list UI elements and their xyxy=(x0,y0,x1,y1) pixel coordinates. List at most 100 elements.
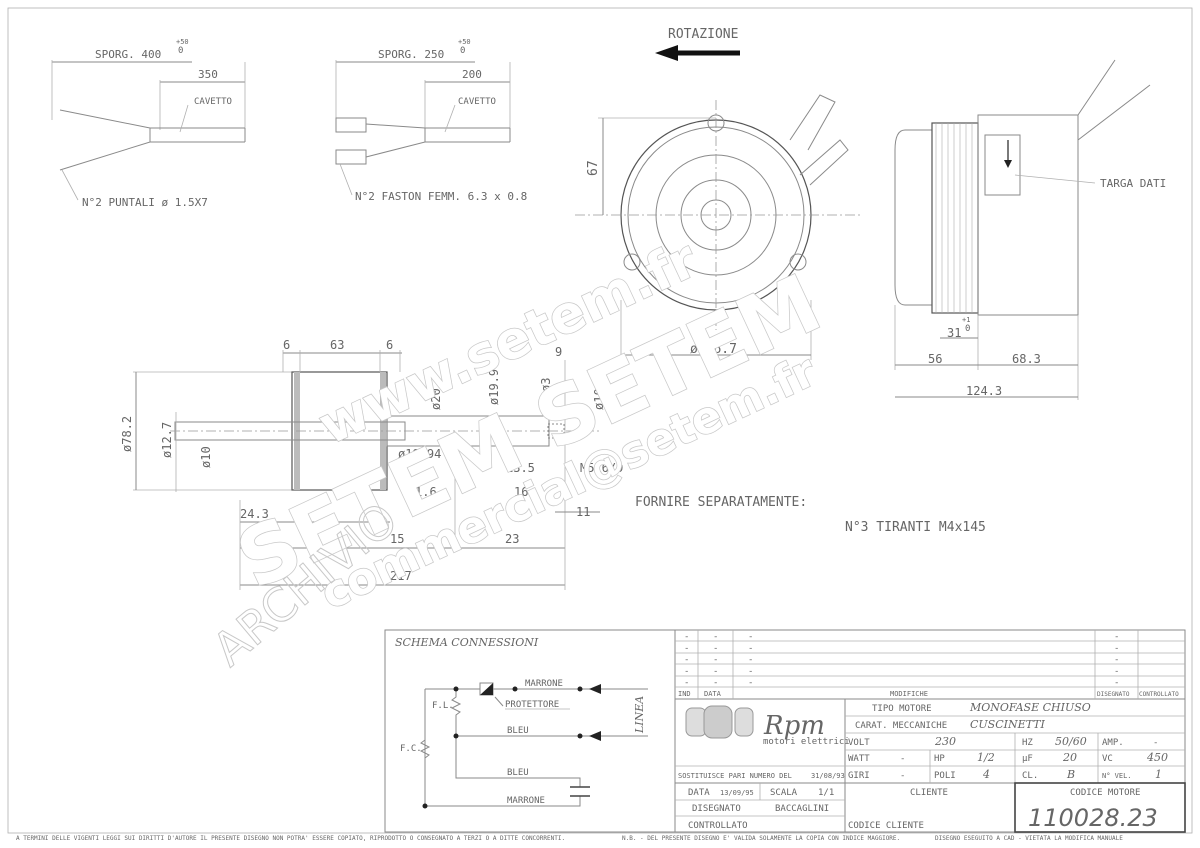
thread-label: M5x6/9 xyxy=(580,461,623,475)
rotation-indicator: ROTAZIONE xyxy=(655,27,740,61)
header-ind: IND xyxy=(678,690,691,698)
dimension-d1994: ø19.94 xyxy=(398,447,441,461)
cad-note: DISEGNO ESEGUITO A CAD - VIETATA LA MODI… xyxy=(935,835,1123,842)
data-plate-label: TARGA DATI xyxy=(1100,177,1166,190)
motor-code: 110028.23 xyxy=(1028,804,1158,832)
cable-label: CAVETTO xyxy=(458,97,496,107)
modification-text: - xyxy=(748,655,753,665)
modification-text: - xyxy=(748,667,753,677)
vc-value: 450 xyxy=(1146,751,1168,764)
dimension-11: 11 xyxy=(576,505,590,519)
volt-label: VOLT xyxy=(848,738,870,748)
connection-schematic: SCHEMA CONNESSIONI MARRONE PROTETTORE LI… xyxy=(395,636,648,809)
supply-note-title: FORNIRE SEPARATAMENTE: xyxy=(635,495,807,510)
wire-bleu-low: BLEU xyxy=(507,768,529,778)
vel-value: 1 xyxy=(1155,768,1162,781)
logo-subtitle: motori elettrici xyxy=(763,737,850,747)
motor-side-view: TARGA DATI 31 +1 0 56 68.3 124.3 xyxy=(894,59,1166,400)
tolerance-plus: +50 xyxy=(176,38,189,46)
title-block xyxy=(384,629,1186,833)
client-label: CLIENTE xyxy=(910,788,948,798)
modification-text: - xyxy=(748,644,753,654)
amp-value: - xyxy=(1153,738,1158,748)
dimension-d199: ø19.9 xyxy=(487,369,501,405)
hp-value: 1/2 xyxy=(977,751,995,764)
hp-label: HP xyxy=(934,754,945,764)
cl-value: B xyxy=(1066,768,1075,781)
modification-text: - xyxy=(748,632,753,642)
date-value: 13/09/95 xyxy=(720,789,754,797)
dimension-15: 15 xyxy=(390,532,404,546)
dimension-d3: ø3 xyxy=(539,378,553,392)
drawn-label: DISEGNATO xyxy=(692,804,741,814)
scale-label: SCALA xyxy=(770,788,798,798)
dimension-d10b: ø10 xyxy=(592,388,606,410)
hz-label: HZ xyxy=(1022,738,1033,748)
poli-label: POLI xyxy=(934,771,956,781)
arrow-left-icon xyxy=(655,45,678,61)
motor-shaft-view: ø78.2 ø12.7 ø10 6 63 6 ø20 ø19.9 9 ø3 ø1… xyxy=(120,338,623,590)
cable-label: CAVETTO xyxy=(194,97,232,107)
terminals-label: N°2 PUNTALI ø 1.5X7 xyxy=(82,196,208,209)
length-dimension: 350 xyxy=(198,68,218,81)
modification-drawn: - xyxy=(1114,667,1119,677)
protrusion-label: SPORG. 250 xyxy=(378,48,444,61)
fc-label: F.C. xyxy=(400,744,422,754)
watt-label: WATT xyxy=(848,754,870,764)
volt-value: 230 xyxy=(934,735,956,748)
protector-label: PROTETTORE xyxy=(505,700,559,710)
scale-value: 1/1 xyxy=(818,788,834,798)
header-drawn: DISEGNATO xyxy=(1097,691,1130,698)
watt-value: - xyxy=(900,754,905,764)
footer-notes: A TERMINI DELLE VIGENTI LEGGI SUI DIRITT… xyxy=(16,835,1123,842)
dimension-9: 9 xyxy=(555,345,562,359)
rotation-label: ROTAZIONE xyxy=(668,27,738,42)
drawing-frame xyxy=(7,7,1193,834)
replaces-label: SOSTITUISCE PARI NUMERO DEL xyxy=(678,772,792,780)
uf-label: µF xyxy=(1022,754,1033,764)
motor-front-view: 67 ø126.7 xyxy=(575,94,860,360)
modification-ind: - xyxy=(684,678,689,688)
cable-middle-view: SPORG. 250 +50 0 200 CAVETTO N°2 FASTON … xyxy=(335,38,527,203)
modification-ind: - xyxy=(684,667,689,677)
dimension-16: 16 xyxy=(514,485,528,499)
dimension-13-5: 13.5 xyxy=(506,461,535,475)
title-block-values: TIPO MOTORE MONOFASE CHIUSO CARAT. MECCA… xyxy=(678,701,1168,832)
copyright-note: A TERMINI DELLE VIGENTI LEGGI SUI DIRITT… xyxy=(16,835,565,842)
modification-date: - xyxy=(713,655,718,665)
modification-drawn: - xyxy=(1114,644,1119,654)
type-label: TIPO MOTORE xyxy=(872,704,932,714)
validity-note: N.B. - DEL PRESENTE DISEGNO E' VALIDA SO… xyxy=(622,835,900,842)
modification-ind: - xyxy=(684,644,689,654)
tolerance-zero: 0 xyxy=(178,46,183,56)
header-checked: CONTROLLATO xyxy=(1139,691,1179,698)
mech-value: CUSCINETTI xyxy=(970,718,1046,731)
cl-label: CL. xyxy=(1022,771,1038,781)
diameter-dimension: ø126.7 xyxy=(690,342,737,357)
dimension-56: 56 xyxy=(928,352,942,366)
vel-label: N° VEL. xyxy=(1102,772,1132,780)
modification-drawn: - xyxy=(1114,655,1119,665)
supply-note-item: N°3 TIRANTI M4x145 xyxy=(845,520,986,535)
dimension-31: 31 xyxy=(947,326,961,340)
modification-drawn: - xyxy=(1114,678,1119,688)
dimension-6b: 6 xyxy=(386,338,393,352)
giri-label: GIRI xyxy=(848,771,870,781)
logo-name: Rpm xyxy=(763,711,825,741)
modification-date: - xyxy=(713,644,718,654)
tolerance-zero: 0 xyxy=(965,324,970,334)
date-label: DATA xyxy=(688,788,710,798)
amp-label: AMP. xyxy=(1102,738,1124,748)
dimension-124: 124.3 xyxy=(966,384,1002,398)
dimension-68: 68.3 xyxy=(1012,352,1041,366)
dimension-d78: ø78.2 xyxy=(120,416,134,452)
dimension-d20: ø20 xyxy=(429,388,443,410)
protrusion-label: SPORG. 400 xyxy=(95,48,161,61)
mech-label: CARAT. MECCANICHE xyxy=(855,721,947,731)
height-dimension: 67 xyxy=(586,160,601,176)
wire-bleu-mid: BLEU xyxy=(507,726,529,736)
dimension-98: 98 xyxy=(303,532,317,546)
dimension-24-3: 24.3 xyxy=(240,507,269,521)
line-label: LINEA xyxy=(633,696,646,734)
modifications-table: -------------------- xyxy=(684,632,1119,688)
